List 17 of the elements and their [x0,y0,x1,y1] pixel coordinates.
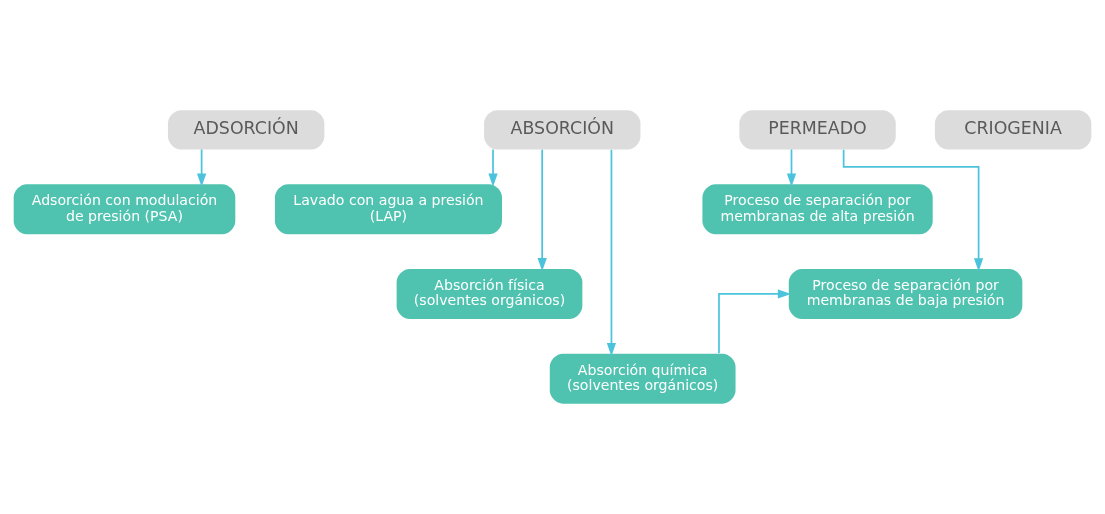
node-box: ABSORCIÓN [484,110,641,150]
node-box: Proceso de separación por membranas de alta presión [702,184,933,235]
node-box: PERMEADO [739,110,896,150]
arrow [786,148,797,187]
arrow [488,148,498,187]
node-box: Adsorción con modulación de presión (PSA) [13,184,236,235]
arrow [196,148,207,187]
node-box: ADSORCIÓN [167,110,325,150]
arrow [606,148,617,357]
node-box: Absorción física (solventes orgánicos) [396,268,583,319]
node-box: Absorción química (solventes orgánicos) [549,353,736,404]
arrow [718,289,792,355]
node-box: Proceso de separación por membranas de baja presión [788,268,1023,319]
arrow [537,148,547,272]
arrow [842,148,984,272]
node-box: CRIOGENIA [934,110,1092,150]
node-box: Lavado con agua a presión (LAP) [274,184,502,235]
